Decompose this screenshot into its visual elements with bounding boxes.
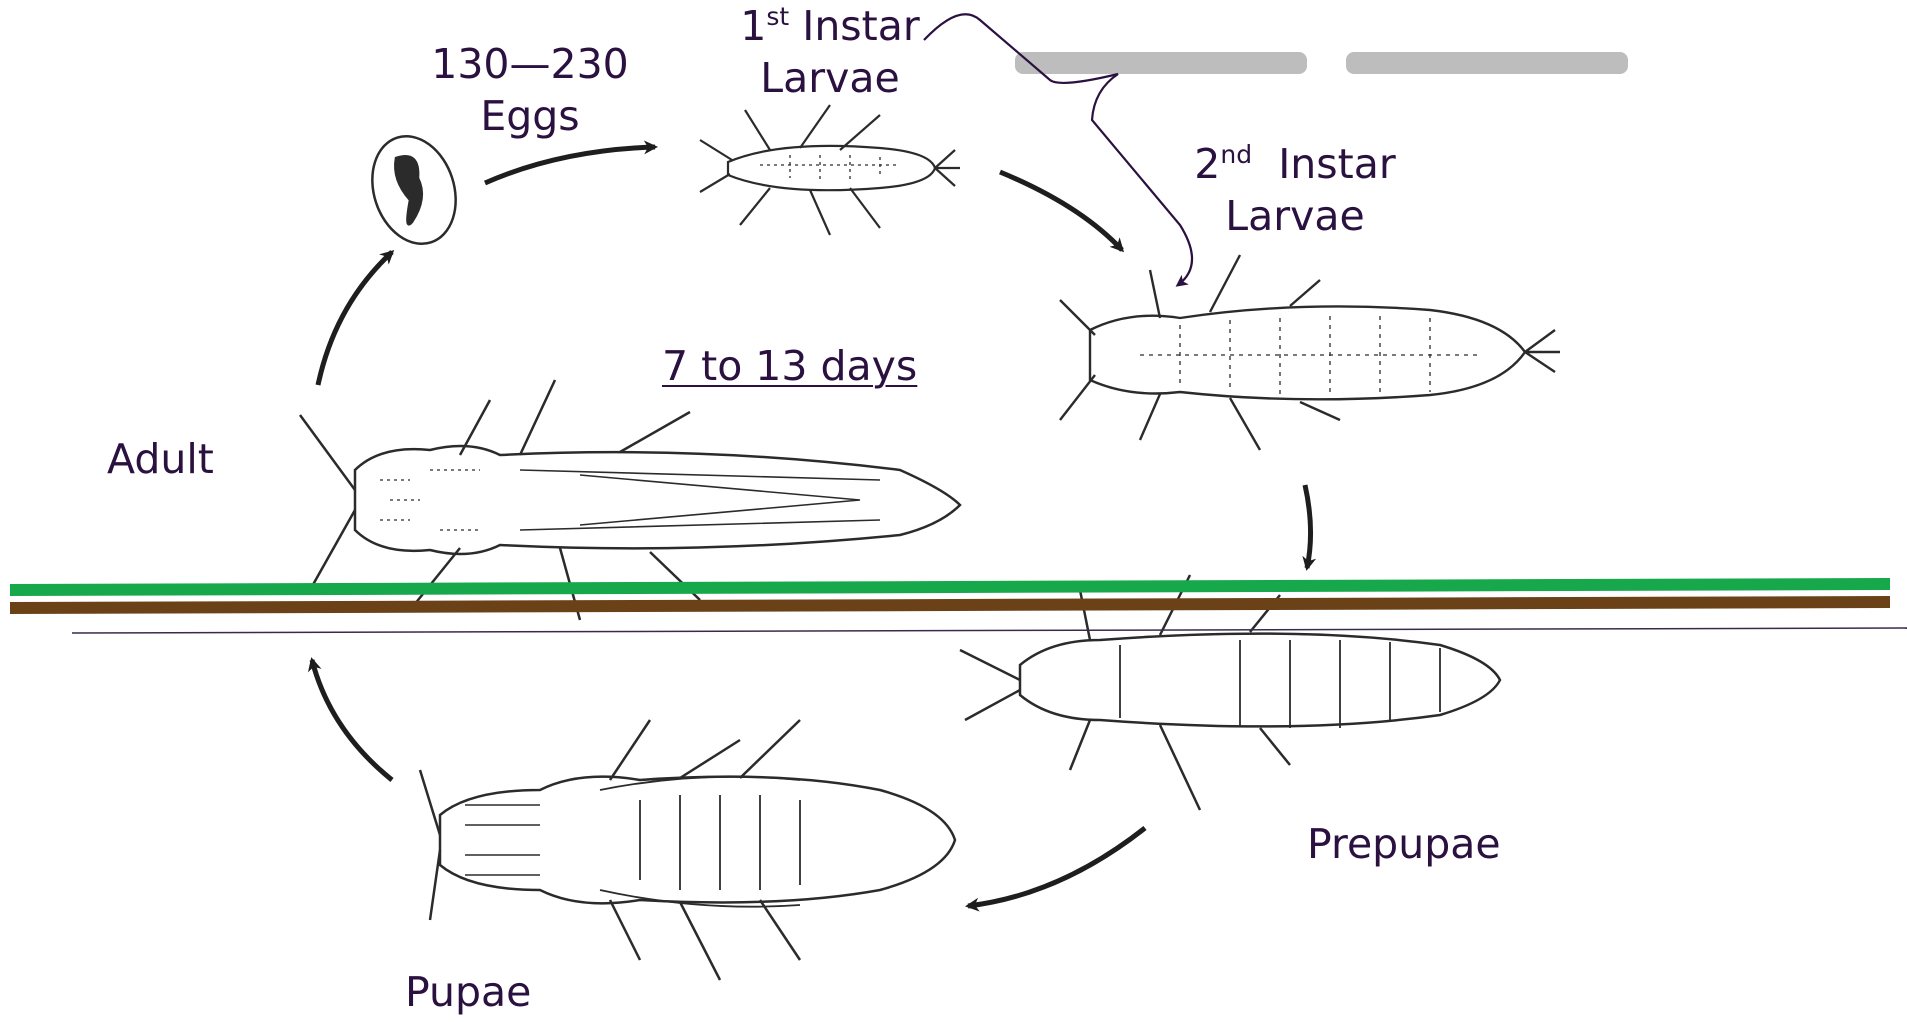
first-instar-larva-drawing	[700, 105, 960, 235]
ground-green-line	[10, 578, 1890, 596]
second-instar-sup: nd	[1220, 140, 1252, 169]
second-instar-line: 2nd Instar	[1175, 138, 1415, 190]
first-instar-word: Instar	[802, 2, 920, 50]
ground-lines	[10, 578, 1907, 633]
first-instar-label: 1st Instar Larvae	[715, 0, 945, 104]
second-instar-label: 2nd Instar Larvae	[1175, 138, 1415, 242]
second-instar-larvae-text: Larvae	[1175, 190, 1415, 242]
eggs-text: Eggs	[420, 90, 640, 142]
first-instar-sup: st	[766, 2, 789, 31]
ground-brown-line	[10, 596, 1890, 614]
egg-drawing	[359, 125, 469, 254]
first-instar-larvae-text: Larvae	[715, 52, 945, 104]
first-instar-line: 1st Instar	[715, 0, 945, 52]
pupae-label: Pupae	[405, 966, 531, 1018]
arrow-egg-to-first-instar	[485, 147, 655, 183]
arrow-adult-to-egg	[318, 252, 392, 385]
arrow-first-to-second-instar	[1000, 172, 1122, 250]
cycle-arrows	[312, 147, 1311, 906]
arrow-prepupa-to-pupa	[968, 828, 1145, 906]
top-bars	[1015, 52, 1628, 74]
adult-label: Adult	[107, 433, 214, 485]
arrow-second-instar-to-prepupa	[1305, 485, 1311, 568]
soil-surface-line	[72, 628, 1907, 633]
second-instar-larva-drawing	[1060, 255, 1560, 450]
second-instar-word: Instar	[1278, 140, 1396, 188]
eggs-count-text: 130—230	[420, 38, 640, 90]
eggs-label: 130—230 Eggs	[420, 38, 640, 142]
duration-label: 7 to 13 days	[662, 340, 917, 392]
arrow-pupa-to-adult	[312, 660, 392, 780]
second-instar-num: 2	[1194, 140, 1220, 188]
prepupae-label: Prepupae	[1307, 818, 1501, 870]
pupa-drawing	[420, 720, 955, 980]
first-instar-num: 1	[740, 2, 766, 50]
